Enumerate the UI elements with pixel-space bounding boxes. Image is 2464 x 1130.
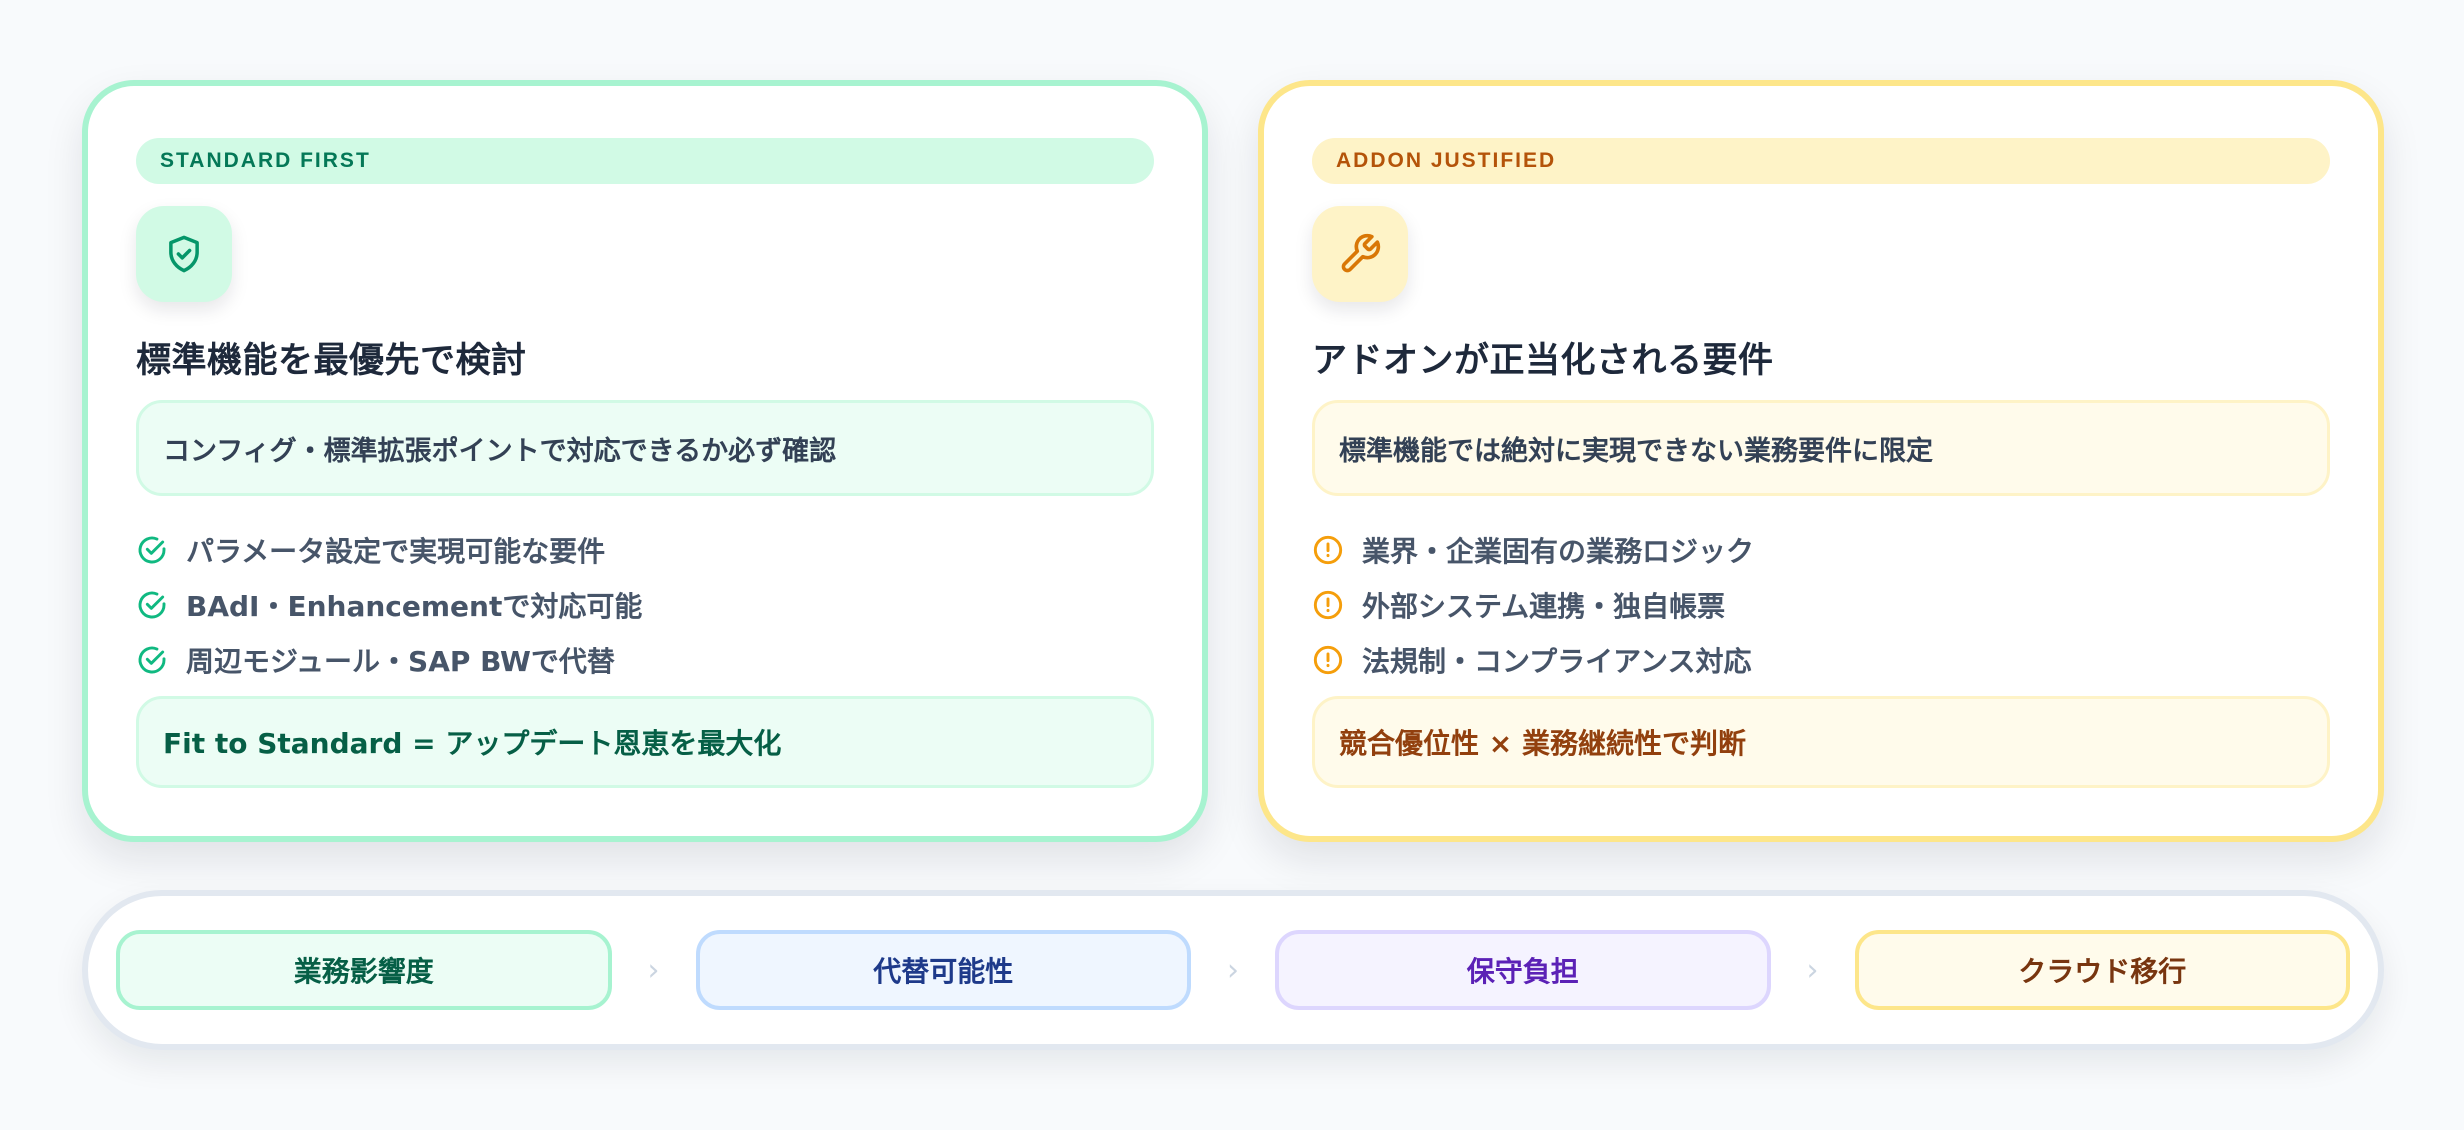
criteria-list: パラメータ設定で実現可能な要件 BAdI・Enhancementで対応可能 周辺…: [136, 522, 642, 687]
circle-alert-icon: [1313, 645, 1343, 674]
list-item: パラメータ設定で実現可能な要件: [136, 522, 642, 577]
flow-step-cloud-migration: クラウド移行: [1854, 930, 2350, 1010]
key-callout: 標準機能では絶対に実現できない業務要件に限定: [1312, 400, 2330, 496]
list-item: BAdI・Enhancementで対応可能: [136, 577, 642, 632]
key-callout: コンフィグ・標準拡張ポイントで対応できるか必ず確認: [136, 400, 1154, 496]
card-title: 標準機能を最優先で検討: [136, 341, 527, 381]
summary-callout: 競合優位性 × 業務継続性で判断: [1312, 696, 2330, 788]
list-item-label: 周辺モジュール・SAP BWで代替: [186, 644, 615, 678]
list-item-label: 法規制・コンプライアンス対応: [1362, 644, 1752, 678]
callout-text: コンフィグ・標準拡張ポイントで対応できるか必ず確認: [163, 435, 837, 467]
list-item: 周辺モジュール・SAP BWで代替: [136, 632, 642, 687]
callout-text: 標準機能では絶対に実現できない業務要件に限定: [1339, 435, 1933, 467]
list-item: 外部システム連携・独自帳票: [1312, 577, 1754, 632]
criteria-list: 業界・企業固有の業務ロジック 外部システム連携・独自帳票 法規制・コンプライアン…: [1312, 522, 1754, 687]
flow-step-label: 保守負担: [1466, 955, 1579, 988]
addon-justified-card: ADDON JUSTIFIED アドオンが正当化される要件 標準機能では絶対に実…: [1258, 80, 2384, 842]
list-item: 業界・企業固有の業務ロジック: [1312, 522, 1754, 577]
list-item-label: 外部システム連携・独自帳票: [1362, 589, 1726, 623]
chevron-right-icon: ›: [1806, 952, 1819, 988]
icon-tile: [136, 206, 232, 302]
list-item-label: 業界・企業固有の業務ロジック: [1362, 534, 1755, 568]
shield-check-icon: [169, 235, 199, 273]
chevron-right-icon: ›: [647, 952, 660, 988]
summary-text: Fit to Standard = アップデート恩恵を最大化: [163, 727, 782, 760]
summary-callout: Fit to Standard = アップデート恩恵を最大化: [136, 696, 1154, 788]
wrench-icon: [1341, 233, 1381, 273]
chevron-right-icon: ›: [1227, 952, 1239, 988]
icon-tile: [1312, 206, 1408, 302]
circle-check-icon: [138, 536, 166, 563]
list-item-label: BAdI・Enhancementで対応可能: [186, 589, 643, 623]
circle-check-icon: [138, 646, 166, 673]
list-item: 法規制・コンプライアンス対応: [1312, 632, 1754, 687]
flow-step-label: 代替可能性: [873, 955, 1014, 988]
circle-alert-icon: [1313, 535, 1343, 564]
circle-check-icon: [138, 591, 166, 618]
card-title: アドオンが正当化される要件: [1312, 341, 1774, 381]
flow-step-label: クラウド移行: [2018, 955, 2187, 988]
evaluation-flow: 業務影響度 › 代替可能性 › 保守負担 › クラウド移行: [82, 890, 2384, 1050]
flow-step-substitutability: 代替可能性: [695, 930, 1191, 1010]
category-badge: STANDARD FIRST: [136, 138, 1154, 184]
standard-first-card: STANDARD FIRST 標準機能を最優先で検討 コンフィグ・標準拡張ポイン…: [82, 80, 1208, 842]
summary-text: 競合優位性 × 業務継続性で判断: [1339, 727, 1746, 760]
flow-step-maintenance-burden: 保守負担: [1275, 930, 1771, 1010]
category-badge: ADDON JUSTIFIED: [1312, 138, 2330, 184]
list-item-label: パラメータ設定で実現可能な要件: [186, 534, 606, 568]
flow-step-business-impact: 業務影響度: [116, 930, 612, 1010]
flow-step-label: 業務影響度: [293, 955, 434, 988]
circle-alert-icon: [1313, 590, 1343, 619]
